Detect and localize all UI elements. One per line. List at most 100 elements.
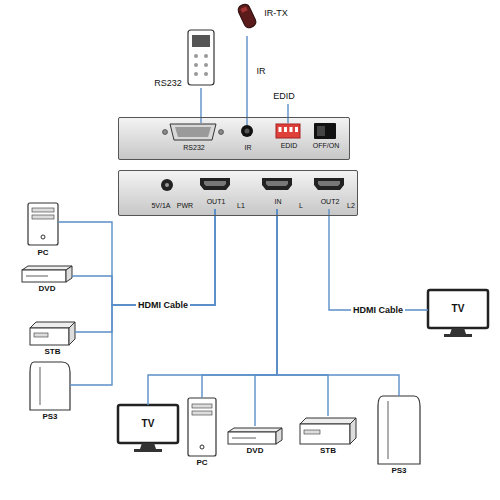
cable-label: HDMI Cable: [351, 305, 405, 316]
stb-icon: [300, 424, 350, 444]
ir-transmitter-label: IR-TX: [264, 8, 288, 19]
cable-label: HDMI Cable: [136, 300, 190, 311]
back-panel-label: L: [299, 202, 303, 210]
tv-icon: [428, 290, 488, 328]
dvd-icon-top: [22, 266, 72, 270]
front-panel: EDIDOFF/ONRS232IR: [118, 117, 350, 160]
screw: [163, 130, 168, 135]
dvd-icon-top: [228, 428, 282, 432]
source-device-label: PC: [37, 248, 48, 258]
tv-icon: [118, 405, 178, 443]
ir-transmitter-body: [236, 3, 257, 30]
drive-slot: [32, 208, 54, 212]
hdmi-cable: [277, 209, 399, 396]
source-device-label: DVD: [39, 284, 56, 294]
screw: [219, 130, 224, 135]
hdmi-cable: [72, 209, 215, 305]
rs232-controller: RS232: [150, 28, 218, 88]
stb-icon: [30, 328, 69, 345]
ir-transmitter-lens: [240, 7, 247, 13]
front-panel-face: [118, 117, 350, 160]
ps3-icon: [30, 362, 70, 410]
dvd-icon: [22, 270, 66, 282]
controller-button: [204, 63, 208, 67]
source-device: DVD: [22, 264, 72, 296]
hdmi-socket-inner: [318, 181, 340, 186]
power-switch: [314, 123, 336, 139]
dip-lever: [295, 127, 298, 132]
hdmi-socket: [262, 178, 292, 190]
source-device: PC: [188, 398, 216, 470]
hdmi-port-label: IN: [275, 198, 282, 206]
back-panel-label: 5V/1A: [151, 202, 170, 210]
ps3-groove: [388, 401, 389, 459]
hdmi-port-label: OUT2: [321, 198, 340, 206]
dvd-icon: [228, 432, 276, 444]
stb-icon-side: [350, 418, 356, 444]
ir-jack-hole: [245, 129, 250, 134]
dip-lever: [290, 127, 293, 132]
back-panel-face: [118, 170, 358, 216]
tv-stand: [450, 328, 466, 334]
disc-slot: [232, 438, 256, 439]
hdmi-cable: [202, 209, 277, 398]
disc-slot: [26, 276, 48, 277]
display-device: TV: [428, 290, 488, 338]
ir-jack: [241, 125, 253, 137]
source-device-label: STB: [320, 446, 336, 456]
hdmi-cable: [70, 209, 215, 385]
db9-pins: [175, 127, 211, 137]
source-device: STB: [30, 320, 75, 358]
part-label: EDID: [271, 91, 297, 102]
controller-button: [204, 72, 208, 76]
hdmi-port: OUT1: [199, 177, 233, 209]
rs232-port-label: RS232: [183, 144, 204, 152]
dc-jack: [161, 179, 173, 191]
controller-screen: [192, 35, 210, 47]
ir-port: IR: [239, 125, 257, 153]
back-panel-label: PWR: [177, 202, 193, 210]
drive-slot: [192, 404, 212, 408]
dvd-icon-side: [276, 428, 282, 444]
controller-button: [194, 54, 198, 58]
front-panel-label: EDID: [281, 142, 298, 150]
source-device: PS3: [378, 396, 420, 478]
hdmi-socket: [314, 178, 344, 190]
ir-transmitter-icon: [236, 3, 257, 30]
rs232-port: RS232: [169, 123, 219, 153]
dip-switch: [276, 124, 300, 138]
ps3-groove: [40, 367, 41, 405]
hdmi-socket-inner: [204, 181, 226, 186]
source-device-label: DVD: [247, 446, 264, 456]
controller-button: [194, 72, 198, 76]
drive-slot: [192, 411, 212, 415]
hdmi-cable: [246, 36, 247, 125]
hdmi-port: IN: [261, 177, 295, 209]
power-rocker: [317, 126, 325, 136]
pc-icon: [28, 203, 58, 245]
rs232-controller-label: RS232: [154, 78, 182, 89]
db9-connector: [170, 124, 216, 140]
stb-icon-top: [30, 322, 75, 328]
dip-lever: [279, 127, 282, 132]
ir-transmitter: IR-TX: [232, 2, 290, 36]
dc-jack-pin: [165, 183, 169, 187]
hdmi-socket: [200, 178, 230, 190]
source-device: PC: [28, 203, 58, 259]
ps3-icon: [378, 396, 420, 464]
hdmi-port: OUT2: [313, 177, 347, 209]
source-device-label: PS3: [391, 466, 406, 476]
pc-icon: [188, 398, 216, 456]
display-device-label: TV: [142, 418, 155, 430]
controller-icon: [188, 30, 214, 85]
hdmi-cable: [329, 209, 428, 310]
leader-line: [287, 104, 288, 123]
cable-label: IR: [255, 66, 268, 77]
controller-button: [204, 54, 208, 58]
dvd-icon-side: [66, 266, 72, 282]
hdmi-cable: [277, 209, 328, 416]
controller-button: [194, 63, 198, 67]
